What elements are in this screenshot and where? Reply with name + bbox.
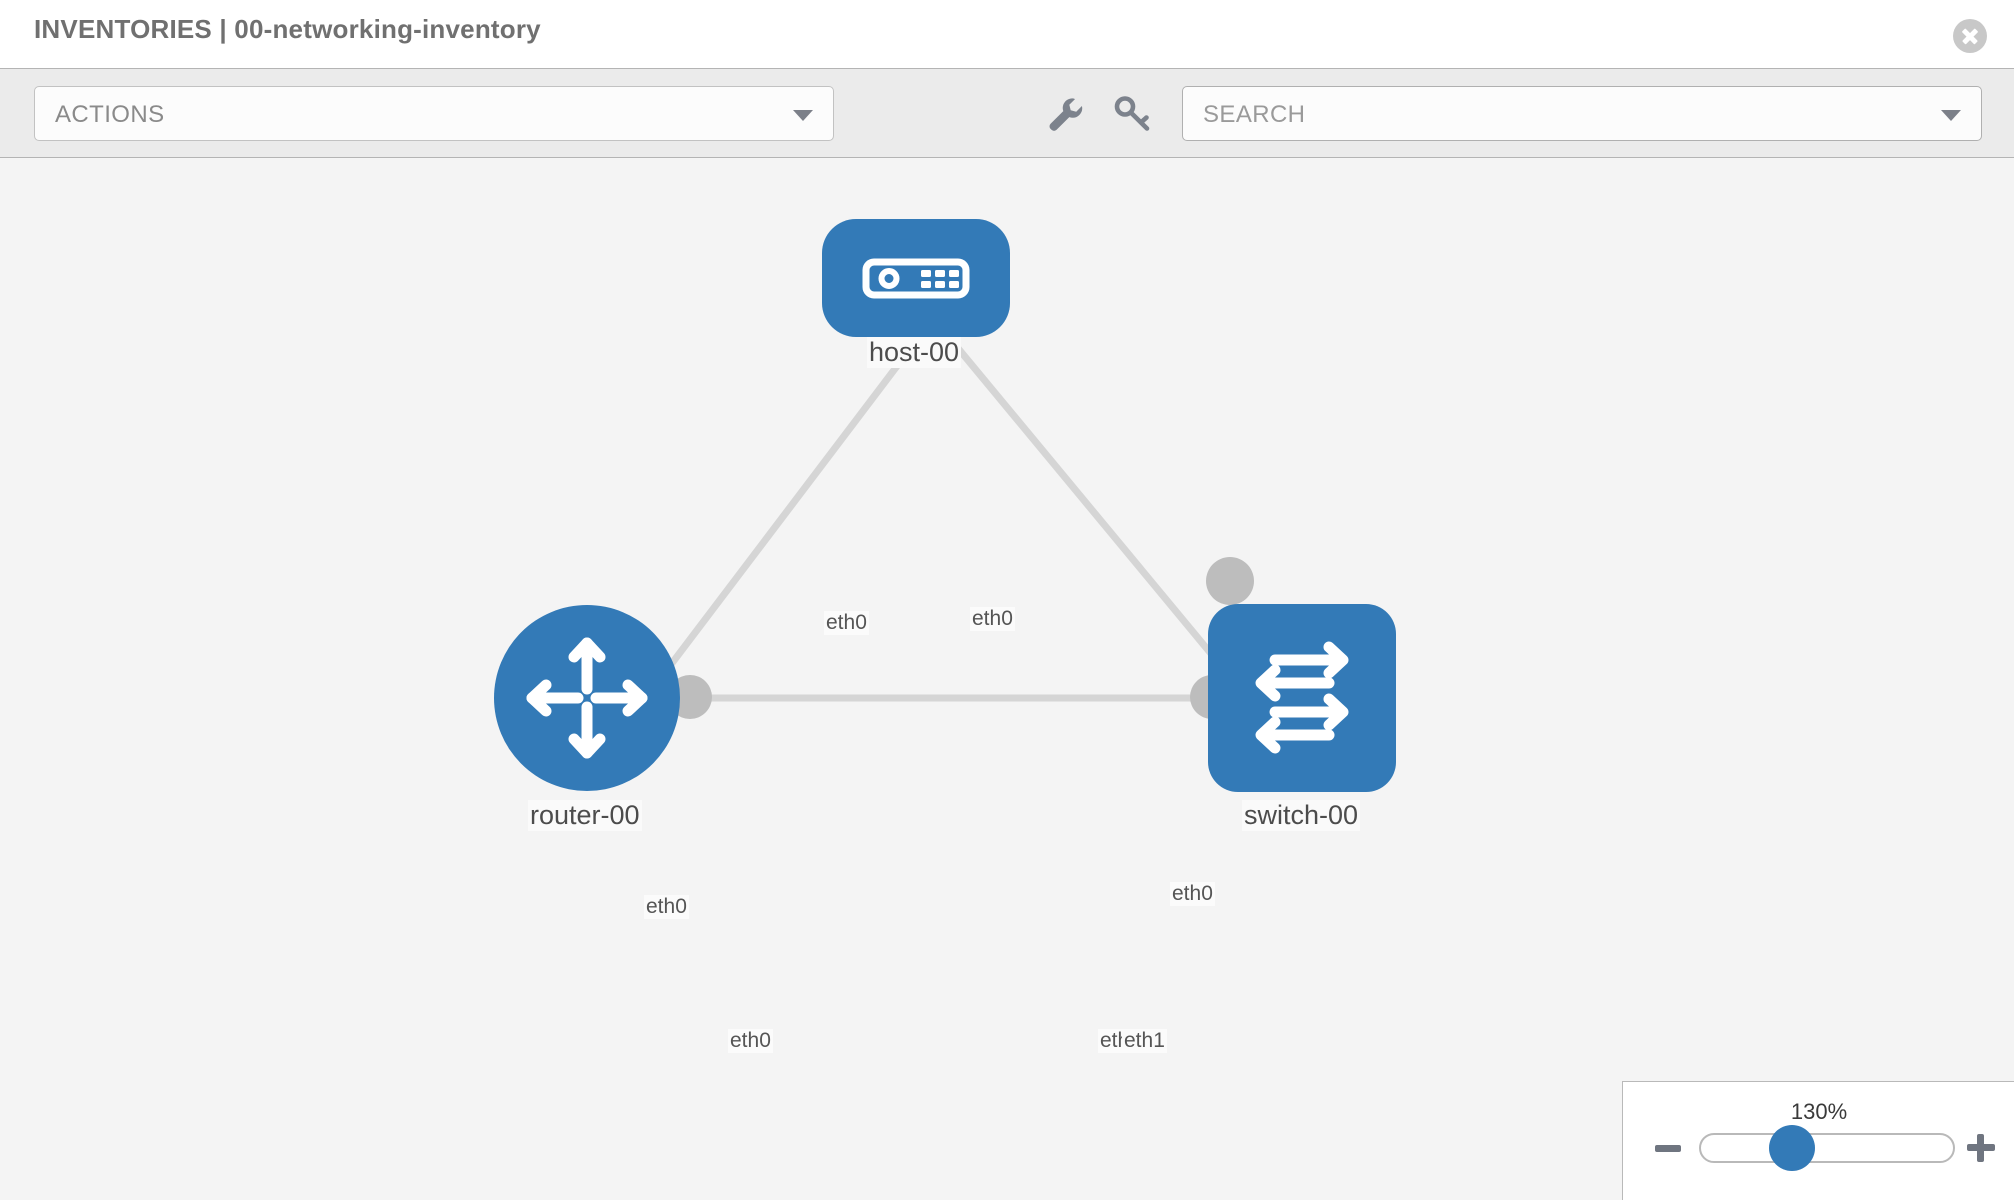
zoom-control-panel: 130% xyxy=(1622,1081,2014,1200)
link-label-host-right: eth0 xyxy=(970,607,1015,631)
wrench-icon[interactable] xyxy=(1040,89,1088,137)
link-label-host-left: eth0 xyxy=(824,611,869,635)
node-label-host-00: host-00 xyxy=(867,337,962,368)
port-dot-switch-topleft xyxy=(1206,557,1254,605)
topology-links xyxy=(656,337,1236,702)
actions-dropdown[interactable]: ACTIONS xyxy=(34,86,834,141)
search-placeholder: SEARCH xyxy=(1203,101,1306,128)
server-icon xyxy=(862,258,970,299)
link-label-router-to-switch: eth0 xyxy=(728,1029,773,1053)
link-label-switch-to-host: eth0 xyxy=(1170,882,1215,906)
toolbar: ACTIONS SEARCH xyxy=(0,68,2014,158)
actions-dropdown-label: ACTIONS xyxy=(55,101,165,128)
chevron-down-icon xyxy=(1941,110,1961,121)
plus-icon[interactable] xyxy=(1967,1133,1995,1163)
zoom-slider-track[interactable] xyxy=(1699,1133,1955,1163)
link-label-switch-to-router: eth1 xyxy=(1122,1029,1167,1053)
zoom-slider-thumb[interactable] xyxy=(1769,1125,1815,1171)
minus-icon[interactable] xyxy=(1655,1145,1681,1152)
key-icon[interactable] xyxy=(1108,89,1156,137)
node-router-00[interactable] xyxy=(494,605,680,791)
close-icon[interactable] xyxy=(1953,19,1987,53)
link-router-host xyxy=(656,337,920,683)
node-host-00[interactable] xyxy=(822,219,1010,337)
zoom-level-label: 130% xyxy=(1790,1099,1848,1124)
link-label-router-to-host: eth0 xyxy=(644,895,689,919)
page-header: INVENTORIES | 00-networking-inventory xyxy=(0,0,2014,68)
switch-arrows-icon xyxy=(1255,641,1349,754)
node-switch-00[interactable] xyxy=(1208,604,1396,792)
plus-icon-vertical xyxy=(1977,1134,1984,1162)
topology-canvas[interactable]: host-00 router-00 switch-00 eth0 eth0 et… xyxy=(0,159,2014,1200)
page-title: INVENTORIES | 00-networking-inventory xyxy=(34,14,541,44)
node-label-router-00: router-00 xyxy=(528,800,642,831)
search-input[interactable]: SEARCH xyxy=(1182,86,1982,141)
link-host-switch xyxy=(948,337,1236,683)
chevron-down-icon xyxy=(793,110,813,121)
node-label-switch-00: switch-00 xyxy=(1242,800,1361,831)
router-arrows-icon xyxy=(526,637,648,759)
